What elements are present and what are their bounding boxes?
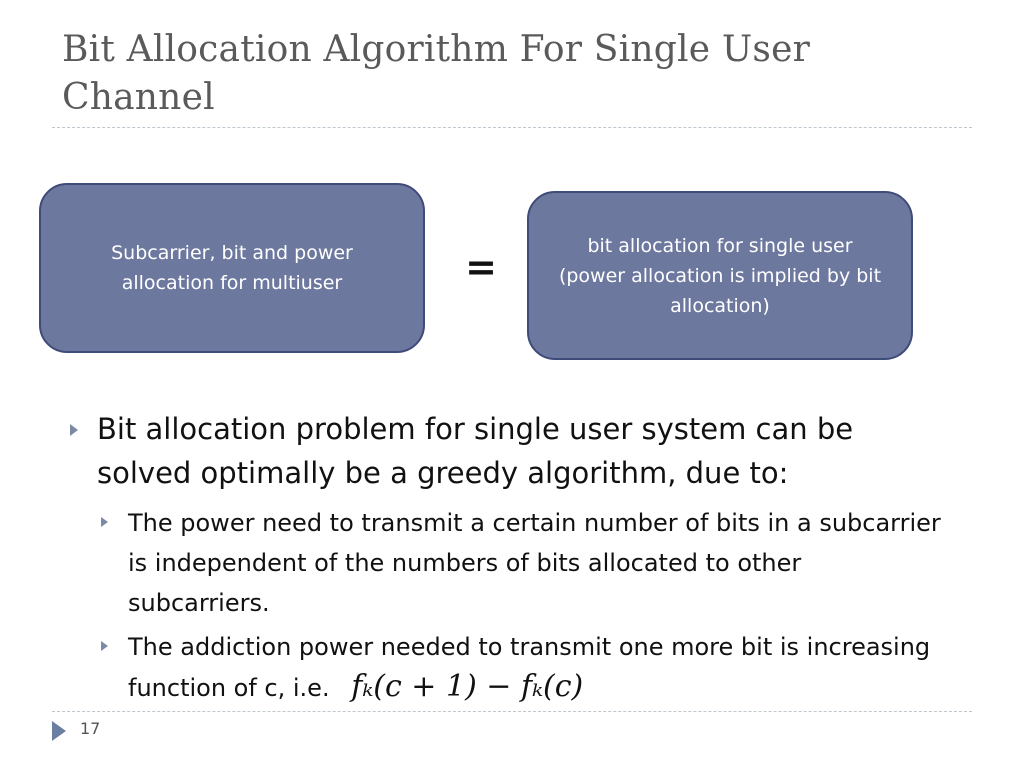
single-user-allocation-label: bit allocation for single user (power al… [558, 234, 882, 317]
page-marker-icon [52, 721, 66, 741]
sub-bullet-triangle-icon [101, 641, 108, 651]
slide-title: Bit Allocation Algorithm For Single User… [62, 29, 811, 118]
sub-bullet-2-text: The addiction power needed to transmit o… [128, 633, 931, 702]
multiuser-allocation-box: Subcarrier, bit and power allocation for… [39, 183, 425, 353]
sub-bullet-2: The addiction power needed to transmit o… [128, 627, 948, 708]
title-divider [52, 127, 972, 128]
sub-bullet-1-text: The power need to transmit a certain num… [128, 509, 941, 617]
formula: fₖ(c + 1) − fₖ(c) [351, 669, 584, 704]
footer-divider [52, 711, 972, 712]
sub-bullet-triangle-icon [101, 517, 108, 527]
page-number: 17 [80, 719, 101, 738]
main-bullet-text: Bit allocation problem for single user s… [97, 412, 854, 490]
bullet-triangle-icon [70, 424, 78, 436]
single-user-allocation-box: bit allocation for single user (power al… [527, 191, 913, 360]
equals-sign: = [465, 245, 497, 289]
multiuser-allocation-label: Subcarrier, bit and power allocation for… [111, 242, 353, 294]
